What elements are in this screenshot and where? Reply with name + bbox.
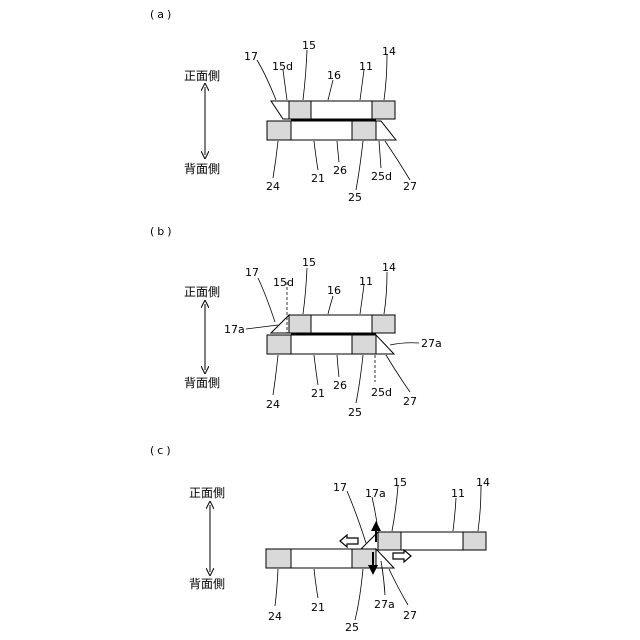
upper-substrate [271,315,395,333]
segment-14 [463,532,486,550]
ref-15: 15 [302,256,316,269]
upper-substrate [360,532,486,550]
back-side-label: 背面側 [184,376,220,390]
ref-17: 17 [333,481,347,494]
right-hollow-arrow [393,550,411,562]
segment-15 [289,315,311,333]
lower-substrate [267,335,394,354]
segment-24 [266,549,291,568]
ref-26: 26 [333,379,347,392]
front-side-label: 正面側 [184,69,220,83]
ref-15d: 15d [273,276,294,289]
ref-27a: 27a [421,337,442,350]
back-side-label: 背面側 [184,162,220,176]
panel-b: (b) 正面側 背面側 [150,225,442,419]
segment-24 [267,335,291,354]
back-side-label: 背面側 [189,577,225,591]
ref-27: 27 [403,609,417,622]
ref-27: 27 [403,180,417,193]
ref-11: 11 [451,487,465,500]
segment-21 [291,549,352,568]
ref-25: 25 [348,406,362,419]
segment-26 [291,335,352,354]
chamfer-27 [376,549,394,568]
ref-17a: 17a [224,323,245,336]
segment-16 [311,101,372,119]
ref-21: 21 [311,172,325,185]
segment-15 [378,532,401,550]
ref-21: 21 [311,601,325,614]
panel-b-label: (b) [150,225,175,238]
lower-substrate [266,549,394,568]
front-side-label: 正面側 [184,285,220,299]
segment-16 [311,315,372,333]
ref-24: 24 [268,610,282,623]
ref-15: 15 [393,476,407,489]
ref-17: 17 [244,50,258,63]
lower-substrate [267,121,396,140]
chamfer-17 [271,101,289,119]
ref-25: 25 [348,191,362,204]
ref-14: 14 [476,476,490,489]
ref-24: 24 [266,180,280,193]
ref-11: 11 [359,275,373,288]
ref-17: 17 [245,266,259,279]
ref-16: 16 [327,69,341,82]
ref-25: 25 [345,621,359,634]
upper-substrate [271,101,395,119]
segment-14 [372,101,395,119]
front-side-label: 正面側 [189,486,225,500]
panel-c: (c) 正面側 背面側 [150,444,490,634]
ref-15: 15 [302,39,316,52]
panel-a: (a) 正面側 背面側 [150,8,417,204]
ref-25d: 25d [371,170,392,183]
ref-14: 14 [382,261,396,274]
chamfer-27 [376,121,396,140]
ref-21: 21 [311,387,325,400]
ref-17a: 17a [365,487,386,500]
ref-26: 26 [333,164,347,177]
segment-25 [352,121,376,140]
segment-24 [267,121,291,140]
ref-25d: 25d [371,386,392,399]
ref-16: 16 [327,284,341,297]
ref-27: 27 [403,395,417,408]
panel-a-label: (a) [150,8,174,21]
panel-c-label: (c) [150,444,174,457]
ref-24: 24 [266,398,280,411]
ref-15d: 15d [272,60,293,73]
ref-11: 11 [359,60,373,73]
segment-14 [372,315,395,333]
segment-25 [352,335,376,354]
ref-14: 14 [382,45,396,58]
segment-body [401,532,463,550]
segment-15 [289,101,311,119]
left-hollow-arrow [340,535,358,547]
segment-26 [291,121,352,140]
ref-27a: 27a [374,598,395,611]
